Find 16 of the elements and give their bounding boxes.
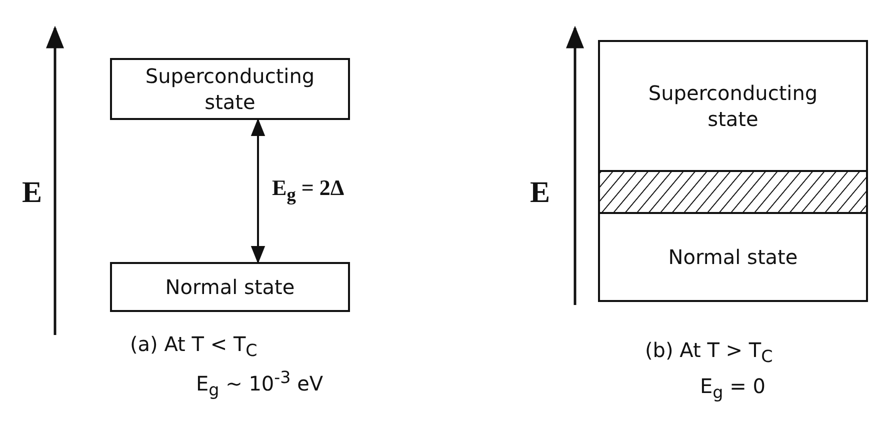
caption: E$_{g}$ ~ 10$^{-3}$ eV [196,368,324,400]
state-label: Superconducting state [648,80,818,132]
state-label: Superconducting state [144,63,316,115]
axis-label: E [530,176,550,210]
caption: E$_{g}$ = 0 [700,374,766,402]
caption: (b) At T > T$_{C}$ [645,338,773,366]
state-box [598,40,868,302]
hatched-band [600,170,866,214]
state-label: Normal state [668,244,798,270]
caption: (a) At T < T$_{C}$ [130,332,258,360]
edge-label: E$_{g}$ = 2Δ [272,175,344,206]
double-arrow [250,118,266,264]
state-label: Normal state [165,274,295,300]
state-box [110,58,350,120]
state-box [110,262,350,312]
axis-label: E [22,176,42,210]
